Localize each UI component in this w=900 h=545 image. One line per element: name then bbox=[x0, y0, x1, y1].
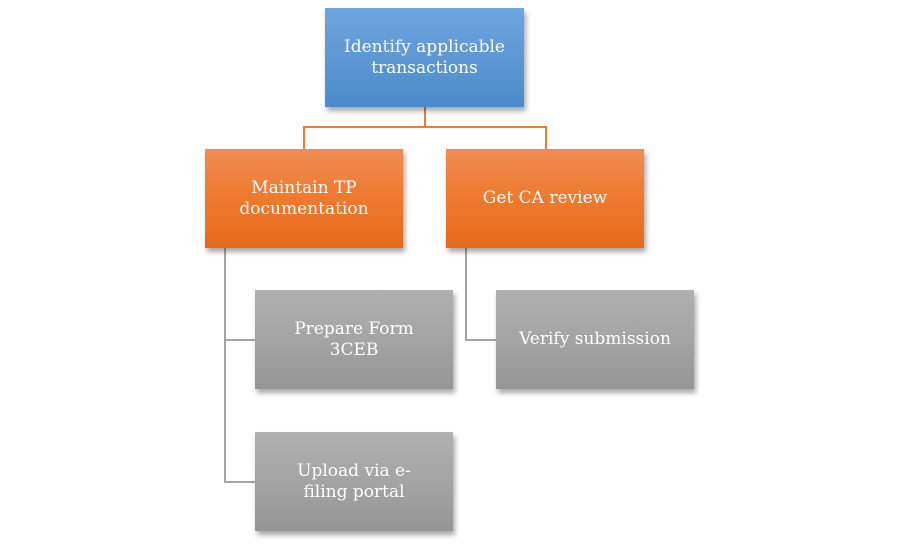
connector-root-bar bbox=[303, 126, 547, 128]
connector-to-child-1-1 bbox=[224, 339, 255, 341]
root-node-label: Identify applicable transactions bbox=[344, 36, 505, 78]
connector-branch-1-stem bbox=[224, 248, 226, 483]
root-node: Identify applicable transactions bbox=[325, 8, 524, 107]
child-node-label: Prepare Form 3CEB bbox=[294, 318, 414, 360]
connector-root-stem bbox=[424, 107, 426, 128]
connector-to-child-1-2 bbox=[224, 481, 255, 483]
branch-node-get-ca-review: Get CA review bbox=[446, 149, 644, 248]
connector-to-branch-1 bbox=[303, 126, 305, 149]
child-node-label: Verify submission bbox=[519, 329, 671, 349]
child-node-label: Upload via e-filing portal bbox=[297, 460, 411, 502]
branch-node-label: Get CA review bbox=[482, 188, 608, 208]
connector-to-child-2-1 bbox=[465, 339, 496, 341]
connector-branch-2-stem bbox=[465, 248, 467, 341]
child-node-upload-via-e-filing-portal: Upload via e-filing portal bbox=[255, 432, 453, 531]
branch-node-label: Maintain TP documentation bbox=[239, 177, 369, 219]
connector-to-branch-2 bbox=[545, 126, 547, 149]
child-node-prepare-form-3ceb: Prepare Form 3CEB bbox=[255, 290, 453, 389]
branch-node-maintain-tp-documentation: Maintain TP documentation bbox=[205, 149, 403, 248]
child-node-verify-submission: Verify submission bbox=[496, 290, 694, 389]
